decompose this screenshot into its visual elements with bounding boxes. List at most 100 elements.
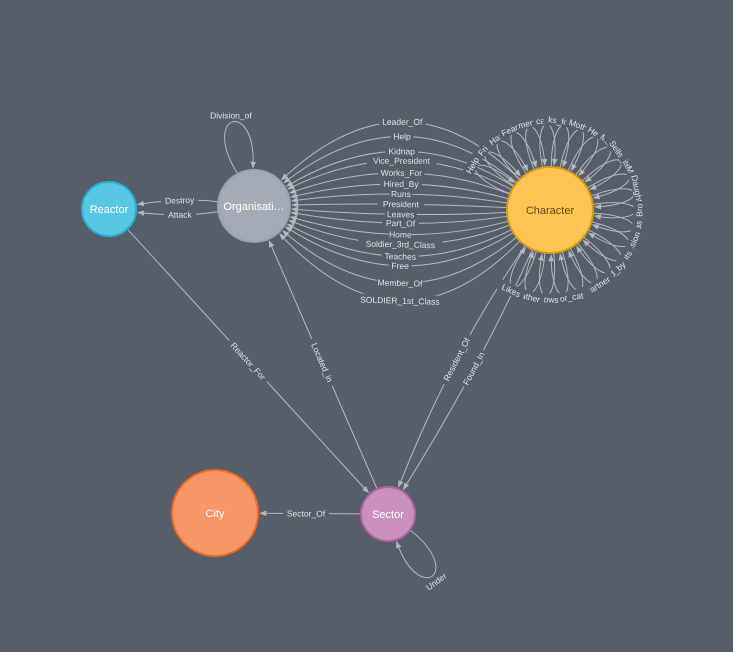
- edge-label-background: [203, 109, 259, 121]
- node-organisation[interactable]: Organisati…: [217, 169, 291, 243]
- organisation-node-label: Organisati…: [223, 201, 284, 213]
- character-node-circle[interactable]: [506, 166, 594, 254]
- edge-label: Home: [389, 229, 412, 239]
- edge-label-background: [377, 197, 425, 210]
- edge-label: Kidnap: [388, 146, 415, 156]
- edge-label: Works_For: [381, 168, 423, 178]
- organisation-node-circle[interactable]: [217, 169, 291, 243]
- edge-label: Destroy: [165, 195, 195, 206]
- node-sector[interactable]: Sector: [360, 486, 416, 542]
- character-organisation-label-group: Soldier_3rd_Class: [358, 237, 443, 251]
- edge-label-background: [633, 201, 645, 220]
- sector-city-label-group: Sector_Of: [282, 507, 330, 519]
- edge-label: Leaves: [387, 209, 415, 219]
- sector-node-circle[interactable]: [360, 486, 416, 542]
- edge-label-background: [461, 152, 483, 178]
- edge-label-background: [380, 177, 422, 190]
- character-self-label-group: Bro: [633, 201, 645, 220]
- edge-label-background: [163, 208, 197, 220]
- edge-label-background: [385, 145, 418, 157]
- edge-label: SOLDIER_1st_Class: [360, 295, 440, 307]
- edge-label: President: [383, 199, 420, 209]
- edge-label: Runs: [391, 189, 411, 199]
- edge-label: Likes: [500, 282, 522, 300]
- edge-label-background: [389, 187, 413, 200]
- edge-label-background: [390, 130, 414, 142]
- edge-label-background: [382, 216, 420, 229]
- city-node-label: City: [206, 508, 225, 520]
- character-self-label-group: Fri: [472, 140, 493, 161]
- sector-node-label: Sector: [372, 509, 404, 521]
- character-organisation-label-group: Hired_By: [380, 177, 422, 190]
- edge-label-background: [421, 568, 451, 594]
- edge-label: Vice_President: [373, 156, 431, 166]
- edge-label: Knows: [533, 294, 559, 305]
- sector-self-edge[interactable]: [395, 529, 437, 579]
- sector-organisation-label-group: Located_in: [307, 336, 338, 388]
- character-self-edge[interactable]: [575, 147, 612, 183]
- character-organisation-label-group: Home: [388, 228, 412, 240]
- edge-label-background: [472, 140, 493, 161]
- edge-label: Bro: [634, 203, 644, 217]
- character-self-edge[interactable]: [510, 131, 538, 175]
- city-node-circle[interactable]: [171, 469, 259, 557]
- edge-label-background: [388, 228, 412, 240]
- edge-label-background: [282, 507, 330, 519]
- character-organisation-label-group: Leader_Of: [379, 115, 426, 127]
- edge-label-background: [381, 249, 419, 262]
- edge-label-background: [496, 279, 527, 302]
- character-organisation-label-group: Works_For: [378, 166, 425, 178]
- edge-label: Teaches: [384, 251, 416, 262]
- edge-label: Hired_By: [384, 179, 420, 189]
- node-city[interactable]: City: [171, 469, 259, 557]
- edge-label: Attack: [168, 210, 192, 220]
- edge-label: Sector_Of: [287, 508, 326, 518]
- edge-label-background: [379, 115, 426, 127]
- edge-label-background: [357, 293, 442, 307]
- edge-label-background: [388, 259, 412, 272]
- character-organisation-label-group: Leaves: [384, 208, 417, 220]
- edge-label: Free: [391, 261, 409, 271]
- node-reactor[interactable]: Reactor: [81, 181, 137, 237]
- character-organisation-label-group: Free: [388, 259, 412, 272]
- edge-label-background: [160, 193, 199, 206]
- organisation-self-label-group: Division_of: [203, 109, 259, 121]
- character-organisation-label-group: Member_Of: [376, 276, 424, 289]
- edge-label: Member_Of: [377, 277, 423, 288]
- reactor-sector-label-group: Reactor_For: [225, 336, 272, 386]
- edge-label-background: [378, 166, 425, 178]
- character-organisation-label-group: Teaches: [381, 249, 419, 262]
- character-organisation-label-group: Help: [390, 130, 414, 142]
- edge-label-background: [225, 336, 272, 386]
- edge-label: Division_of: [210, 110, 252, 120]
- edge-label-background: [358, 237, 443, 251]
- character-node-label: Character: [526, 205, 575, 217]
- character-self-edge[interactable]: [586, 173, 630, 200]
- reactor-node-label: Reactor: [90, 204, 129, 216]
- character-organisation-label-group: Part_Of: [382, 216, 420, 229]
- sector-self-label-group: Under: [421, 568, 451, 594]
- node-character[interactable]: Character: [506, 166, 594, 254]
- character-organisation-label-group: Vice_President: [366, 154, 437, 166]
- edge-label-background: [366, 154, 437, 166]
- organisation-reactor-label-group: Destroy: [160, 193, 199, 206]
- character-organisation-label-group: Runs: [389, 187, 413, 200]
- organisation-self-edge[interactable]: [224, 121, 257, 175]
- edge-label: Help: [393, 131, 411, 141]
- character-organisation-label-group: Kidnap: [385, 145, 418, 157]
- organisation-reactor-label-group: Attack: [163, 208, 197, 220]
- edge-label-background: [307, 336, 338, 388]
- character-organisation-label-group: SOLDIER_1st_Class: [357, 293, 442, 307]
- character-organisation-label-group: President: [377, 197, 425, 210]
- edge-label-background: [438, 331, 475, 387]
- edge-label: Under: [424, 571, 449, 593]
- edge-label: Reactor_For: [229, 340, 268, 382]
- edge-label-background: [458, 347, 489, 390]
- edge-label-background: [384, 208, 417, 220]
- edge-label: Located_in: [309, 341, 335, 383]
- edge-label: Soldier_3rd_Class: [366, 239, 436, 251]
- reactor-node-circle[interactable]: [81, 181, 137, 237]
- edge-label: Found_In: [461, 350, 487, 387]
